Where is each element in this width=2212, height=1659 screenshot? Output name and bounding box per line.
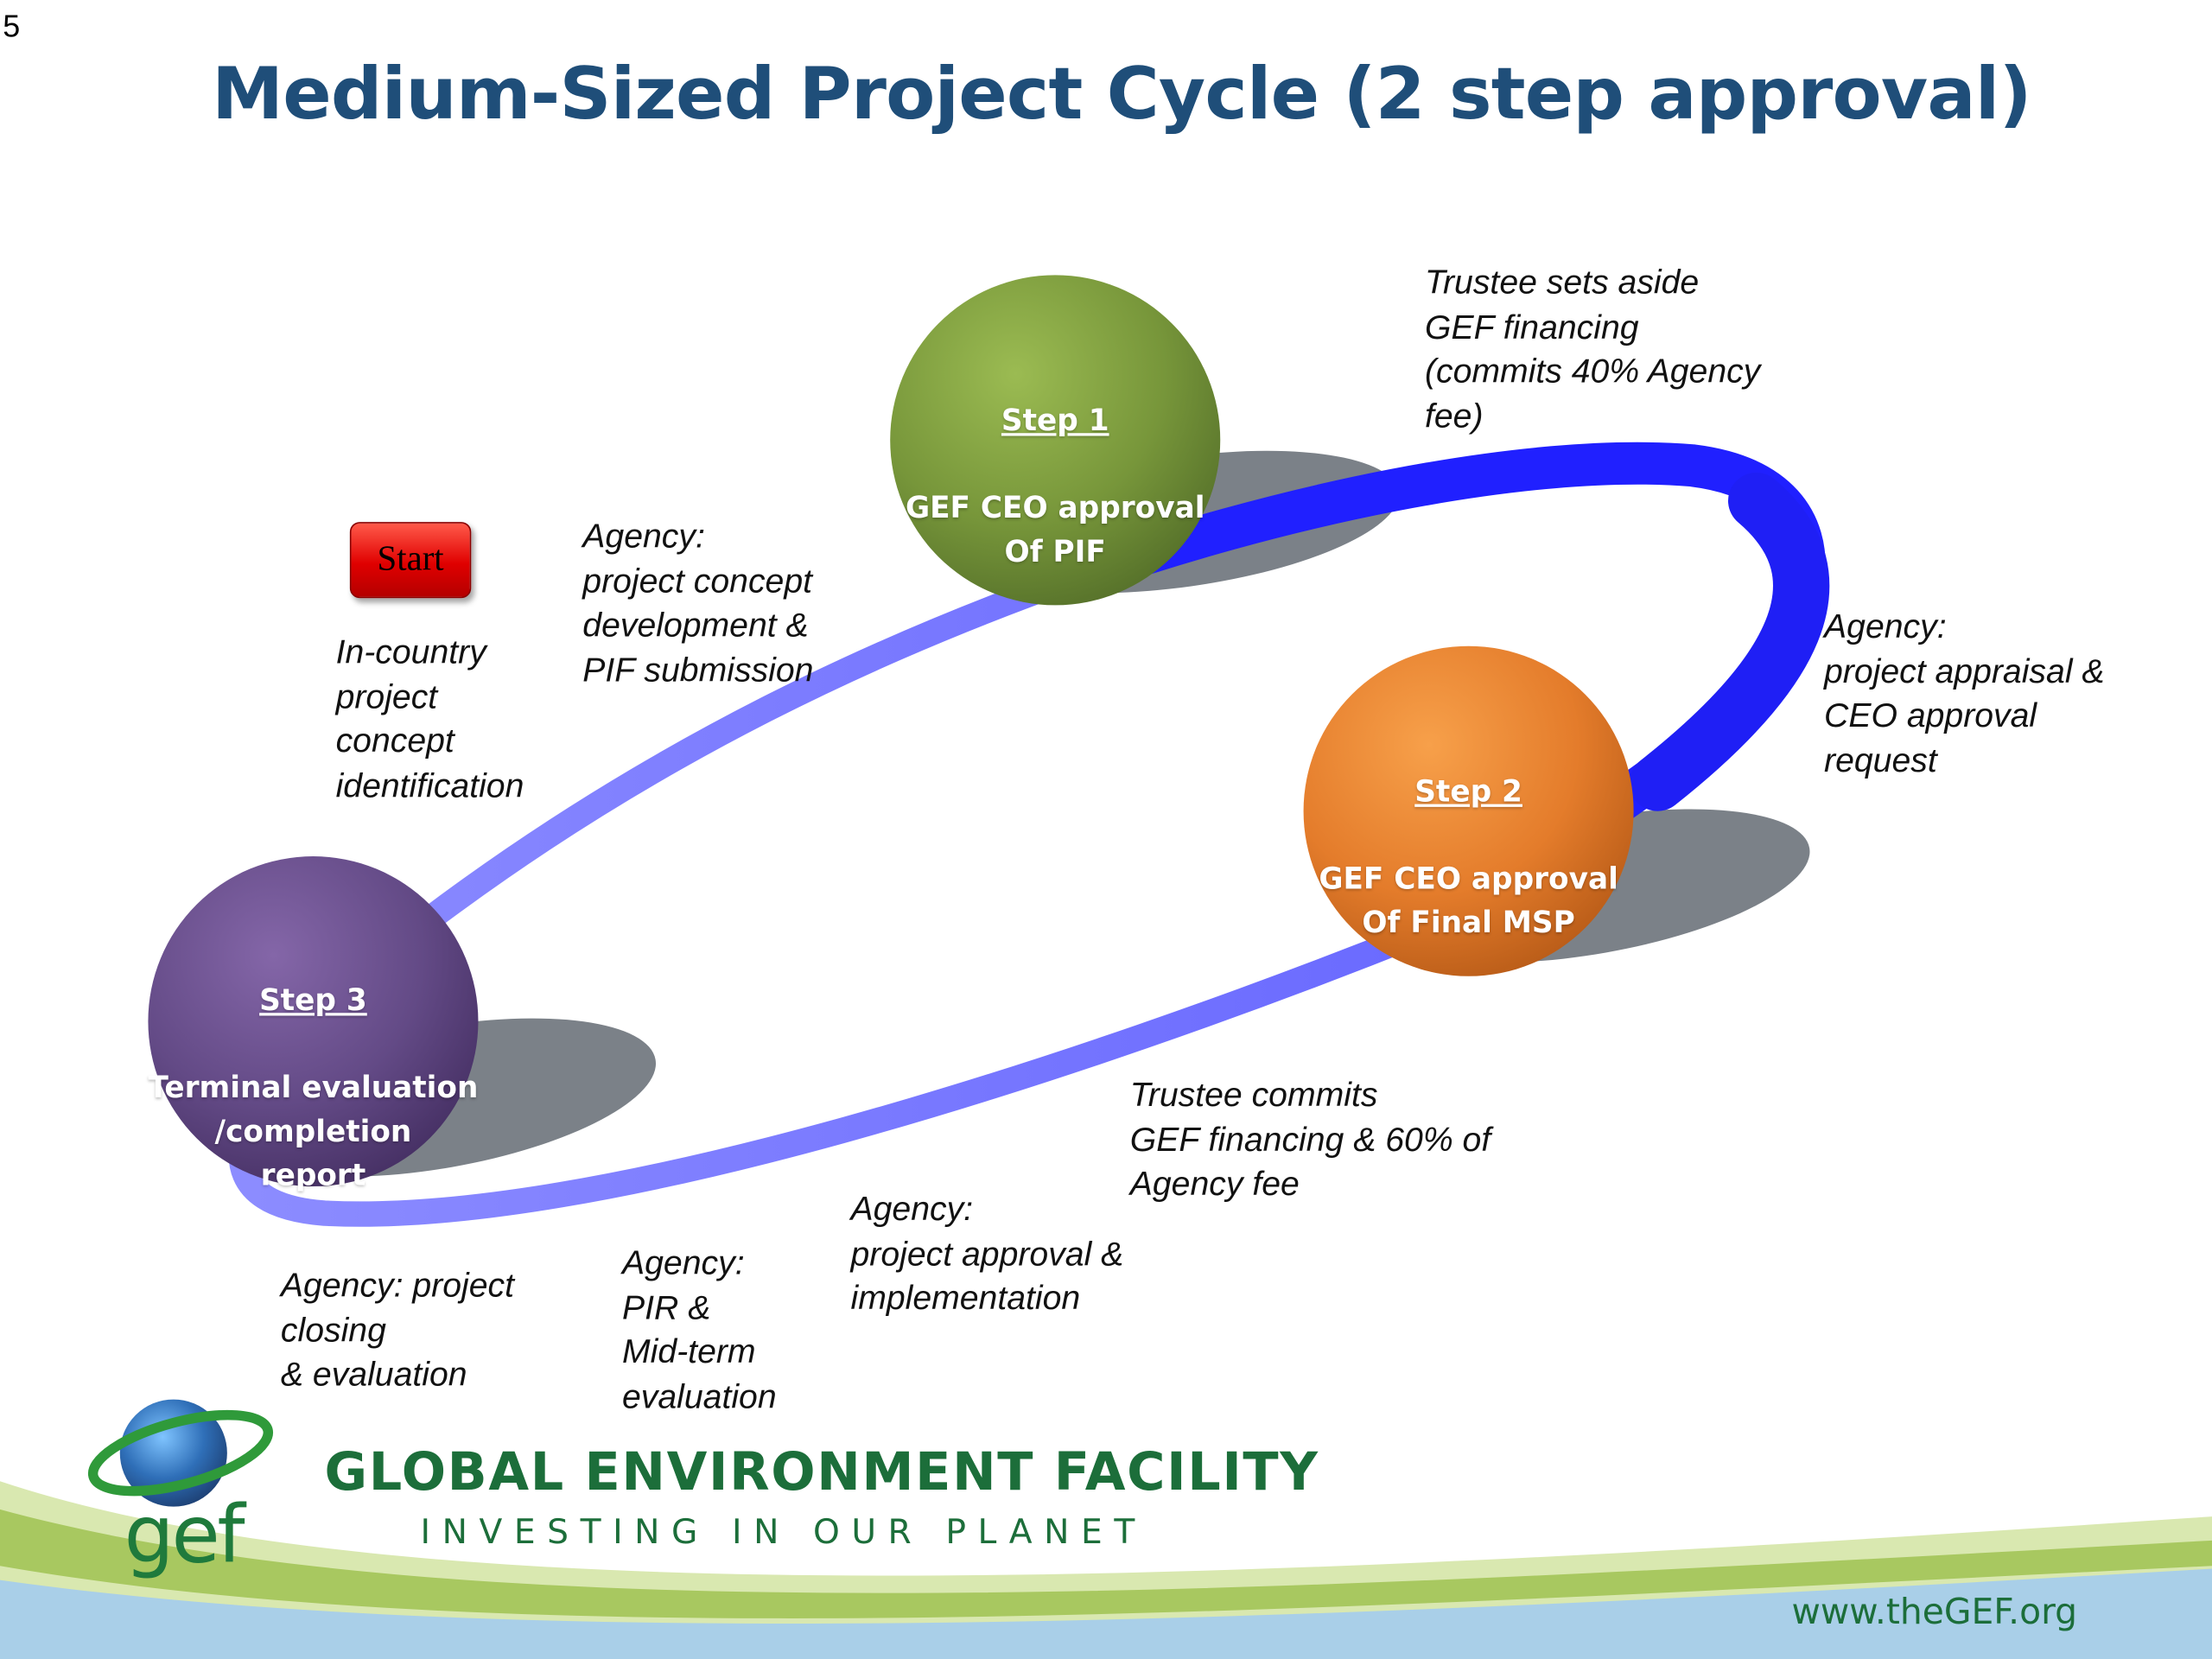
caption-trustee-commits: Trustee commits GEF financing & 60% of A… — [1129, 1076, 1491, 1204]
step1-circle — [890, 275, 1221, 606]
step2-heading: Step 2 — [1414, 774, 1522, 809]
caption-trustee-sets-aside: Trustee sets aside GEF financing (commit… — [1424, 264, 1761, 435]
step3-circle — [148, 856, 479, 1187]
caption-in-country: In-country project concept identificatio… — [335, 633, 524, 805]
step3-label: Step 3 Terminal evaluation /completion r… — [141, 935, 485, 1198]
website-link[interactable]: www.theGEF.org — [1791, 1591, 2078, 1632]
footer-swoosh-blue — [0, 1568, 2212, 1659]
start-button[interactable]: Start — [349, 522, 472, 599]
step2-label: Step 2 GEF CEO approval Of Final MSP — [1304, 727, 1634, 945]
globe-orbit-icon — [87, 1409, 274, 1497]
step1-label: Step 1 GEF CEO approval Of PIF — [890, 355, 1220, 574]
step1-text: GEF CEO approval Of PIF — [905, 491, 1205, 569]
caption-agency-approval-implementation: Agency: project approval & implementatio… — [850, 1190, 1124, 1318]
org-tagline: INVESTING IN OUR PLANET — [420, 1512, 1147, 1552]
caption-agency-concept: Agency: project concept development & PI… — [582, 518, 814, 690]
step3-heading: Step 3 — [259, 982, 367, 1018]
caption-agency-pir: Agency: PIR & Mid-term evaluation — [621, 1243, 777, 1416]
gef-logo-text: gef — [124, 1490, 245, 1582]
caption-agency-appraisal: Agency: project appraisal & CEO approval… — [1824, 607, 2105, 780]
step3-text: Terminal evaluation /completion report — [148, 1071, 479, 1192]
page-title: Medium-Sized Project Cycle (2 step appro… — [212, 54, 2031, 137]
step1-heading: Step 1 — [1001, 403, 1109, 438]
cycle-ring-right-band — [1629, 472, 1830, 811]
step2-circle — [1303, 645, 1634, 976]
step2-text: GEF CEO approval Of Final MSP — [1319, 861, 1618, 940]
footer-swoosh-green — [0, 1509, 2212, 1618]
org-name: GLOBAL ENVIRONMENT FACILITY — [324, 1441, 1319, 1503]
caption-agency-closing: Agency: project closing & evaluation — [280, 1267, 514, 1395]
slide-number: 5 — [3, 8, 21, 44]
